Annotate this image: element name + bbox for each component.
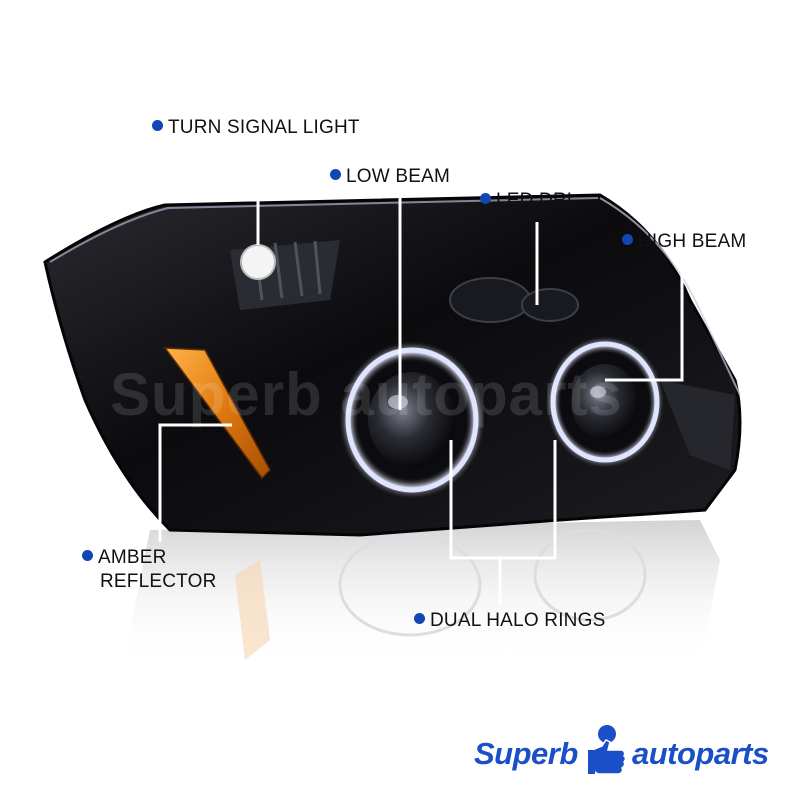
callout-amber-reflector-label-2: REFLECTOR	[100, 571, 217, 592]
bullet-dot-icon	[622, 234, 633, 246]
callout-dual-halo: DUAL HALO RINGS	[414, 609, 605, 633]
callout-dual-halo-label: DUAL HALO RINGS	[430, 610, 606, 631]
brand-word-superb: Superb	[474, 736, 578, 771]
callout-turn-signal-label: TURN SIGNAL LIGHT	[168, 117, 360, 138]
callout-low-beam: LOW BEAM	[330, 165, 450, 189]
turn-signal-bulb	[240, 244, 276, 280]
bullet-dot-icon	[152, 120, 163, 132]
callout-lines	[158, 152, 684, 605]
callout-high-beam-label: HIGH BEAM	[638, 231, 747, 252]
amber-reflector-shape	[163, 347, 271, 480]
callout-high-beam: HIGH BEAM	[622, 230, 746, 254]
callout-led-drl: LED DRL	[480, 189, 578, 213]
brand-logo: Superb autoparts	[466, 720, 796, 790]
bullet-dot-icon	[330, 169, 341, 181]
thumbs-up-icon	[588, 725, 627, 775]
callout-turn-signal: TURN SIGNAL LIGHT	[152, 116, 360, 140]
callout-amber-reflector-label-1: AMBER	[98, 547, 167, 568]
low-beam-projector	[338, 340, 486, 500]
floor-reflection	[120, 520, 720, 760]
callout-led-drl-label: LED DRL	[496, 190, 578, 211]
bullet-dot-icon	[414, 613, 425, 625]
bullet-dot-icon	[480, 193, 491, 205]
watermark-text: Superb autoparts	[110, 361, 623, 428]
callout-amber-reflector: AMBER REFLECTOR	[82, 546, 222, 594]
callout-low-beam-label: LOW BEAM	[346, 166, 451, 187]
brand-word-autoparts: autoparts	[632, 736, 769, 771]
bullet-dot-icon	[82, 550, 93, 562]
high-beam-projector	[545, 335, 665, 469]
